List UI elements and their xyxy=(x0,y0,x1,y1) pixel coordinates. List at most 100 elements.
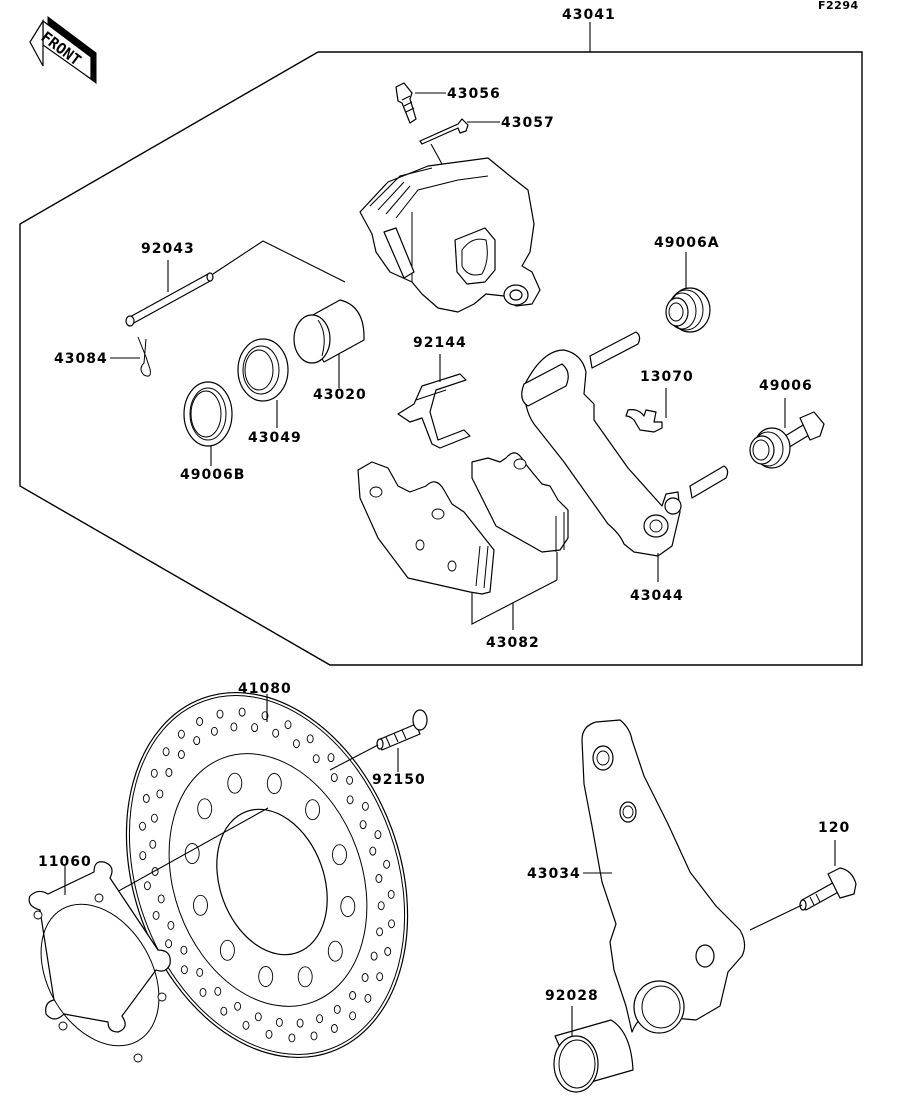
disc-vent-hole xyxy=(369,846,377,856)
disc-vent-hole xyxy=(242,1020,250,1030)
bleeder-cap xyxy=(419,118,469,145)
pin-clip xyxy=(137,336,151,377)
disc-vent-hole xyxy=(275,1017,283,1027)
label-43034: 43034 xyxy=(527,866,581,882)
disc-vent-hole xyxy=(177,729,185,739)
disc-vent-hole xyxy=(150,813,158,823)
caliper-holder xyxy=(521,331,729,557)
disc-vent-hole xyxy=(388,919,395,929)
disc-vent-hole xyxy=(310,1031,318,1041)
disc-vent-hole xyxy=(296,1018,304,1028)
label-120: 120 xyxy=(818,820,850,836)
disc-vent-hole xyxy=(376,927,384,937)
disc-vent-hole xyxy=(375,874,383,883)
label-43082: 43082 xyxy=(486,635,540,651)
disc-vent-hole xyxy=(346,775,354,785)
disc-vent-hole xyxy=(230,722,238,732)
label-49006: 49006 xyxy=(759,378,813,394)
disc-vent-hole xyxy=(254,1012,262,1022)
disc-vent-hole xyxy=(288,1033,296,1043)
disc-vent-hole xyxy=(214,986,222,996)
disc-vent-hole xyxy=(349,1011,357,1021)
disc-vent-hole xyxy=(377,901,385,911)
disc-mount-hole xyxy=(227,772,243,794)
disc-vent-hole xyxy=(193,736,201,746)
label-92144: 92144 xyxy=(413,335,467,351)
disc-vent-hole xyxy=(157,894,165,904)
disc-vent-hole xyxy=(143,881,151,891)
gasket xyxy=(28,861,171,1063)
label-43020: 43020 xyxy=(313,387,367,403)
disc-vent-hole xyxy=(238,707,246,717)
disc-vent-hole xyxy=(316,1014,324,1024)
disc-mount-hole xyxy=(332,844,347,866)
label-41080: 41080 xyxy=(238,681,292,697)
piston xyxy=(293,299,365,364)
disc-vent-hole xyxy=(292,739,300,749)
dust-seal-ring xyxy=(183,381,233,447)
disc-vent-hole xyxy=(251,723,259,733)
disc-vent-hole xyxy=(383,859,391,869)
front-arrow-icon: FRONT xyxy=(29,16,97,84)
disc-bolt xyxy=(376,709,428,751)
disc-vent-hole xyxy=(349,991,357,1000)
leader-43082-bracket xyxy=(471,579,558,625)
disc-mount-hole xyxy=(258,966,274,987)
disc-mount-hole xyxy=(340,896,356,917)
brake-pad-right xyxy=(471,452,569,553)
torque-link xyxy=(581,719,746,1034)
label-13070: 13070 xyxy=(640,369,694,385)
disc-vent-hole xyxy=(312,754,320,764)
disc-vent-hole xyxy=(370,951,378,961)
disc-vent-hole xyxy=(364,993,372,1003)
disc-vent-hole xyxy=(384,947,392,956)
disc-vent-hole xyxy=(272,728,280,738)
disc-vent-hole xyxy=(152,910,160,920)
disc-vent-hole xyxy=(265,1029,273,1039)
disc-vent-hole xyxy=(374,830,382,840)
label-43056: 43056 xyxy=(447,86,501,102)
disc-vent-hole xyxy=(330,773,338,783)
boot-with-pin xyxy=(749,411,825,469)
disc-mount-hole xyxy=(184,843,200,864)
pad-spring xyxy=(397,373,471,449)
disc-vent-holes xyxy=(139,707,395,1043)
disc-vent-hole xyxy=(359,820,367,830)
pad-pin xyxy=(125,272,214,327)
disc-vent-hole xyxy=(180,965,188,975)
disc-vent-hole xyxy=(142,794,150,803)
disc-vent-hole xyxy=(165,768,173,777)
disc-mount-hole xyxy=(193,894,208,916)
assembly-frame xyxy=(19,51,863,666)
disc-vent-hole xyxy=(327,753,335,763)
disc-vent-hole xyxy=(216,709,224,719)
disc-vent-hole xyxy=(196,717,204,726)
disc-vent-hole xyxy=(376,972,384,982)
figure-code: F2294 xyxy=(818,0,859,12)
label-49006A: 49006A xyxy=(654,235,720,251)
label-43044: 43044 xyxy=(630,588,684,604)
disc-mount-hole xyxy=(266,773,282,794)
disc-vent-hole xyxy=(167,920,175,930)
disc-vent-hole xyxy=(149,839,157,849)
disc-vent-hole xyxy=(199,987,207,997)
collar xyxy=(553,1019,634,1093)
bolt-insert-line xyxy=(329,744,379,771)
disc-vent-hole xyxy=(220,1006,228,1016)
piston-seal xyxy=(237,338,289,402)
pin-insert-line xyxy=(212,240,346,283)
disc-mount-hole xyxy=(297,966,313,988)
leader-43057-b xyxy=(430,143,443,165)
pad-retainer-clip xyxy=(625,409,663,433)
label-43084: 43084 xyxy=(54,351,108,367)
caliper-body xyxy=(359,157,541,313)
disc-vent-hole xyxy=(284,720,292,730)
disc-vent-hole xyxy=(139,821,146,831)
disc-mount-hole xyxy=(219,939,235,961)
disc-vent-hole xyxy=(306,734,314,744)
disc-mount-holes xyxy=(184,772,356,988)
disc-vent-hole xyxy=(346,795,354,805)
disc-mount-hole xyxy=(305,799,321,821)
link-bolt xyxy=(799,867,857,911)
label-49006B: 49006B xyxy=(180,467,245,483)
